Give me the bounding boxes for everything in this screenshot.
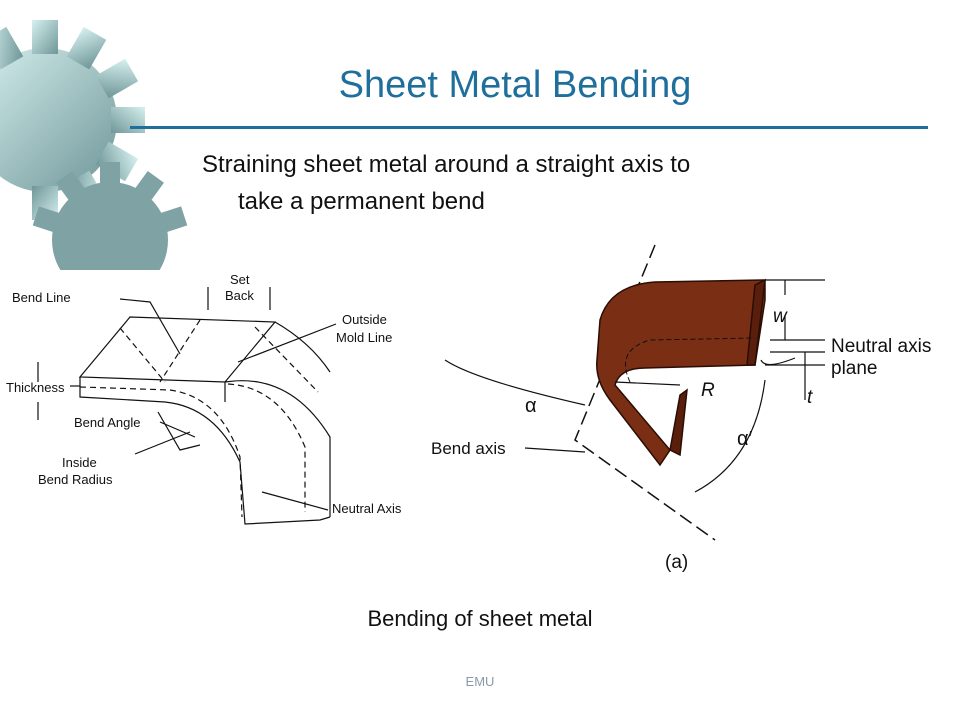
label-set-back-2: Back xyxy=(225,288,254,303)
label-alpha: α xyxy=(525,395,537,417)
bullet-line-1: Straining sheet metal around a straight … xyxy=(202,151,691,178)
bullet-text: Straining sheet metal around a straight … xyxy=(202,146,902,220)
label-outside-mold-1: Outside xyxy=(342,312,387,327)
label-inside-radius-1: Inside xyxy=(62,455,97,470)
label-bend-line: Bend Line xyxy=(12,290,71,305)
figure-caption: Bending of sheet metal xyxy=(367,606,593,631)
label-bend-angle: Bend Angle xyxy=(74,415,141,430)
label-t: t xyxy=(807,387,813,408)
label-w: w xyxy=(773,306,788,327)
label-neutral-axis: Neutral Axis xyxy=(332,501,402,516)
slide-title: Sheet Metal Bending xyxy=(338,64,692,106)
label-inside-radius-2: Bend Radius xyxy=(38,472,113,487)
label-r: R xyxy=(701,380,715,401)
bullet-line-2: take a permanent bend xyxy=(238,188,485,215)
bend-axis-diagram: Neutral axis plane Bend axis R w t α α′ … xyxy=(431,244,931,573)
small-gear-icon xyxy=(32,162,188,270)
label-alpha-prime: α′ xyxy=(737,428,753,450)
label-set-back-1: Set xyxy=(230,272,250,287)
label-a: (a) xyxy=(665,552,688,573)
label-outside-mold-2: Mold Line xyxy=(336,330,392,345)
footer-text: EMU xyxy=(465,674,495,689)
label-neutral-axis-1: Neutral axis xyxy=(831,336,931,357)
label-bend-axis: Bend axis xyxy=(431,439,506,458)
bend-nomenclature-diagram: Set Back Bend Line Outside Mold Line Thi… xyxy=(6,272,402,525)
gears-decoration xyxy=(0,20,188,270)
label-neutral-axis-2: plane xyxy=(831,358,878,379)
label-thickness: Thickness xyxy=(6,380,65,395)
bent-metal-sheet xyxy=(596,278,766,467)
title-underline xyxy=(130,126,928,129)
